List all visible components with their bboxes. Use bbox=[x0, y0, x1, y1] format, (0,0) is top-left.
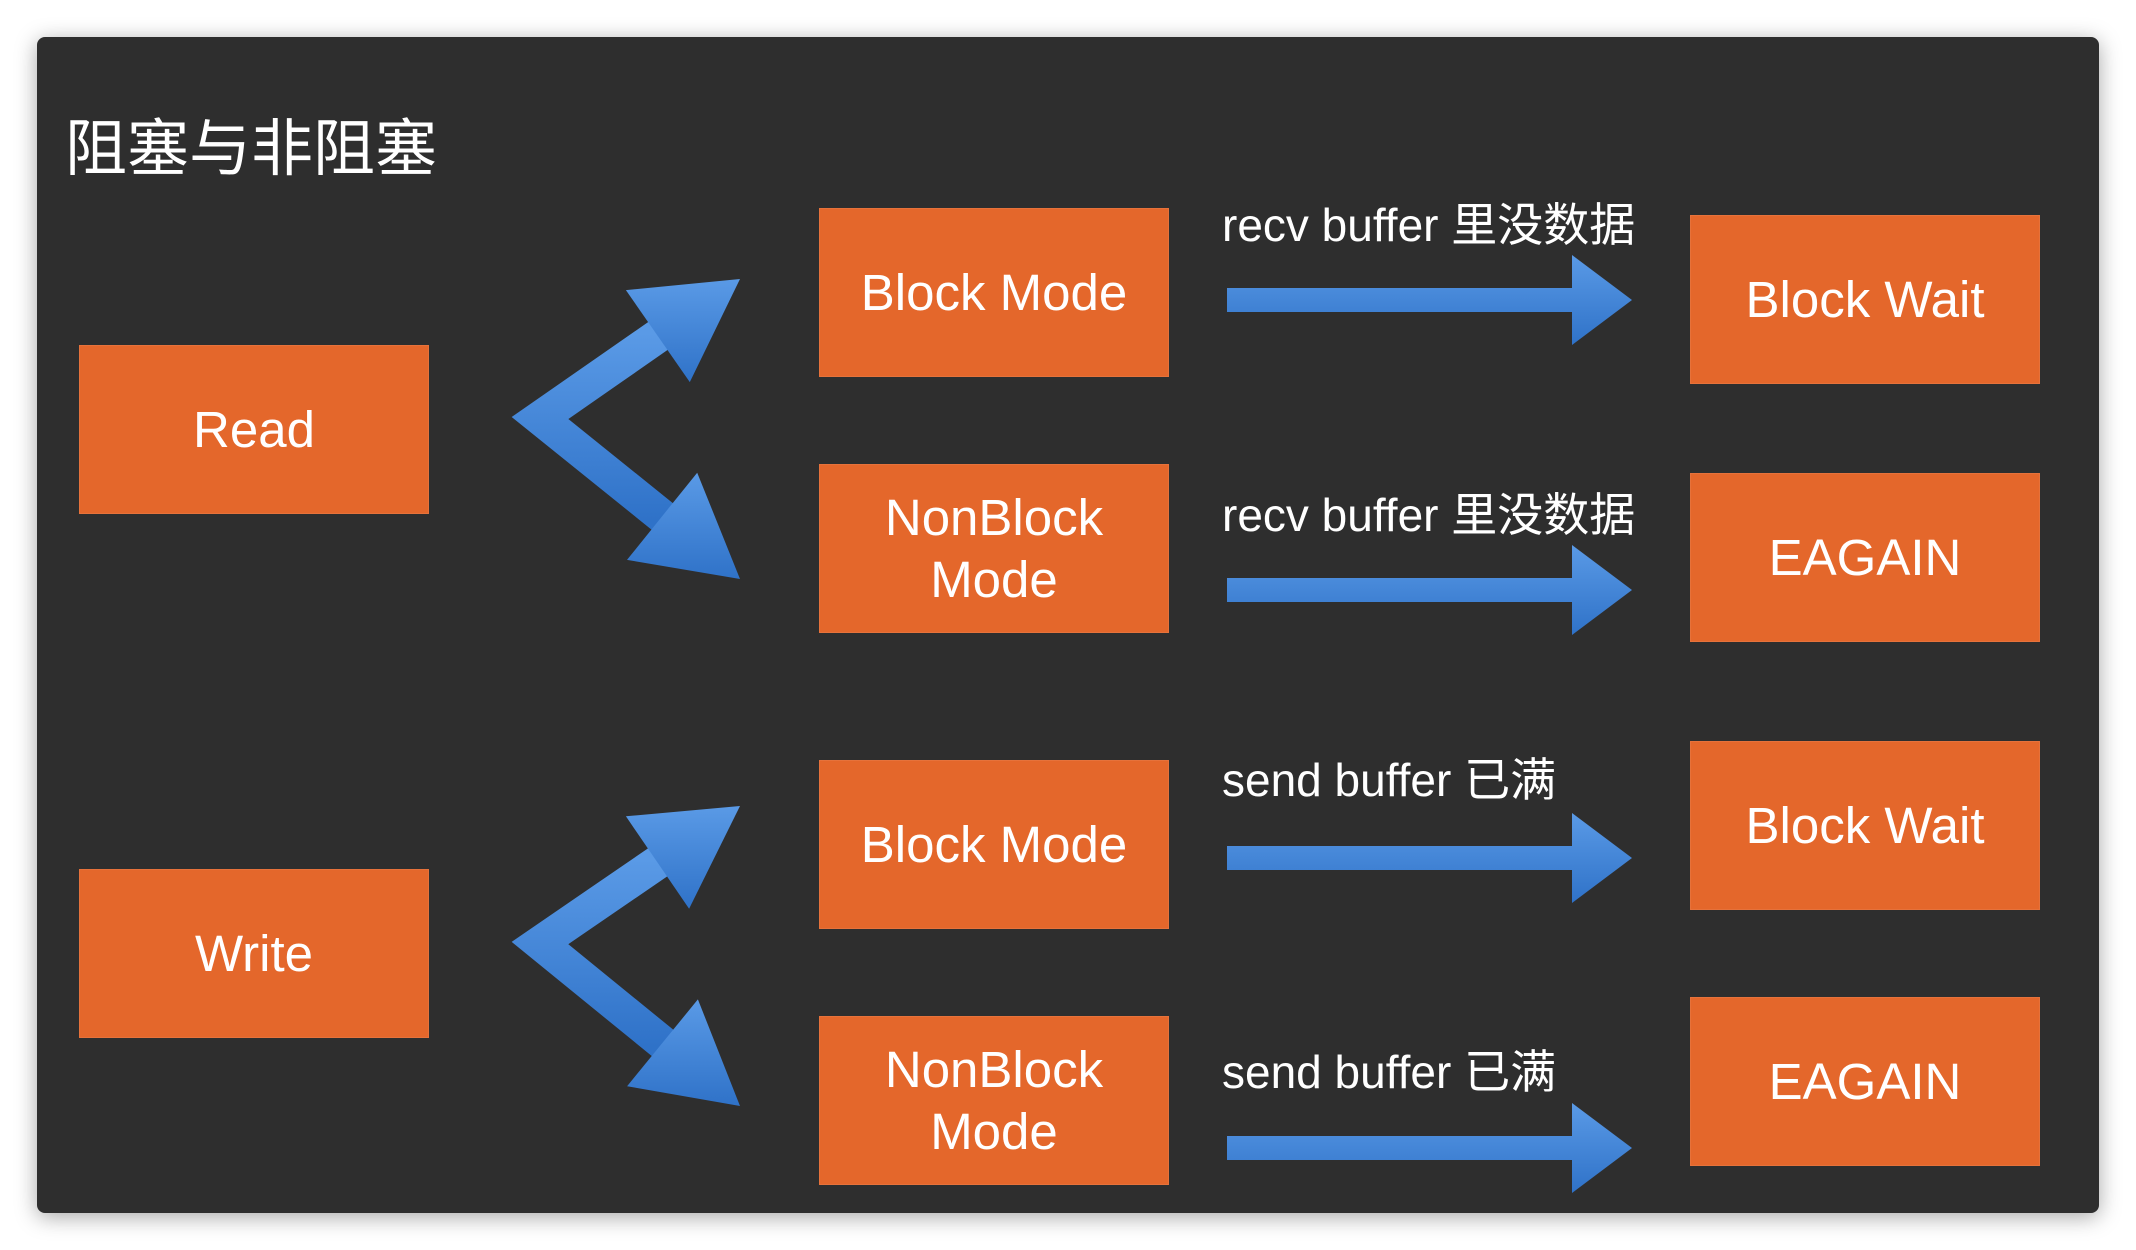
diagram-title: 阻塞与非阻塞 bbox=[65, 115, 438, 184]
read-label: Read bbox=[193, 400, 315, 458]
write-nonblock-mode-box: NonBlock Mode bbox=[819, 1016, 1169, 1185]
write-block-mode-label: Block Mode bbox=[860, 815, 1128, 873]
write-block-result-label: Block Wait bbox=[1745, 796, 1985, 854]
write-label: Write bbox=[194, 924, 314, 982]
read-block-mode-box: Block Mode bbox=[819, 208, 1169, 377]
write-nonblock-condition: send buffer 已满 bbox=[1222, 1046, 1557, 1098]
read-block-result-box: Block Wait bbox=[1690, 215, 2040, 384]
read-nonblock-condition: recv buffer 里没数据 bbox=[1222, 489, 1636, 541]
write-box: Write bbox=[79, 869, 429, 1038]
read-nonblock-result-label: EAGAIN bbox=[1768, 528, 1962, 586]
read-block-result-label: Block Wait bbox=[1745, 270, 1985, 328]
write-block-condition: send buffer 已满 bbox=[1222, 754, 1557, 806]
write-nonblock-result-box: EAGAIN bbox=[1690, 997, 2040, 1166]
write-nonblock-result-label: EAGAIN bbox=[1768, 1052, 1962, 1110]
read-box: Read bbox=[79, 345, 429, 514]
write-block-result-box: Block Wait bbox=[1690, 741, 2040, 910]
read-block-mode-label: Block Mode bbox=[860, 263, 1128, 321]
read-nonblock-result-box: EAGAIN bbox=[1690, 473, 2040, 642]
read-block-condition: recv buffer 里没数据 bbox=[1222, 199, 1636, 251]
read-nonblock-mode-label: NonBlock Mode bbox=[884, 488, 1104, 608]
write-nonblock-mode-label: NonBlock Mode bbox=[884, 1040, 1104, 1160]
read-nonblock-mode-box: NonBlock Mode bbox=[819, 464, 1169, 633]
write-block-mode-box: Block Mode bbox=[819, 760, 1169, 929]
